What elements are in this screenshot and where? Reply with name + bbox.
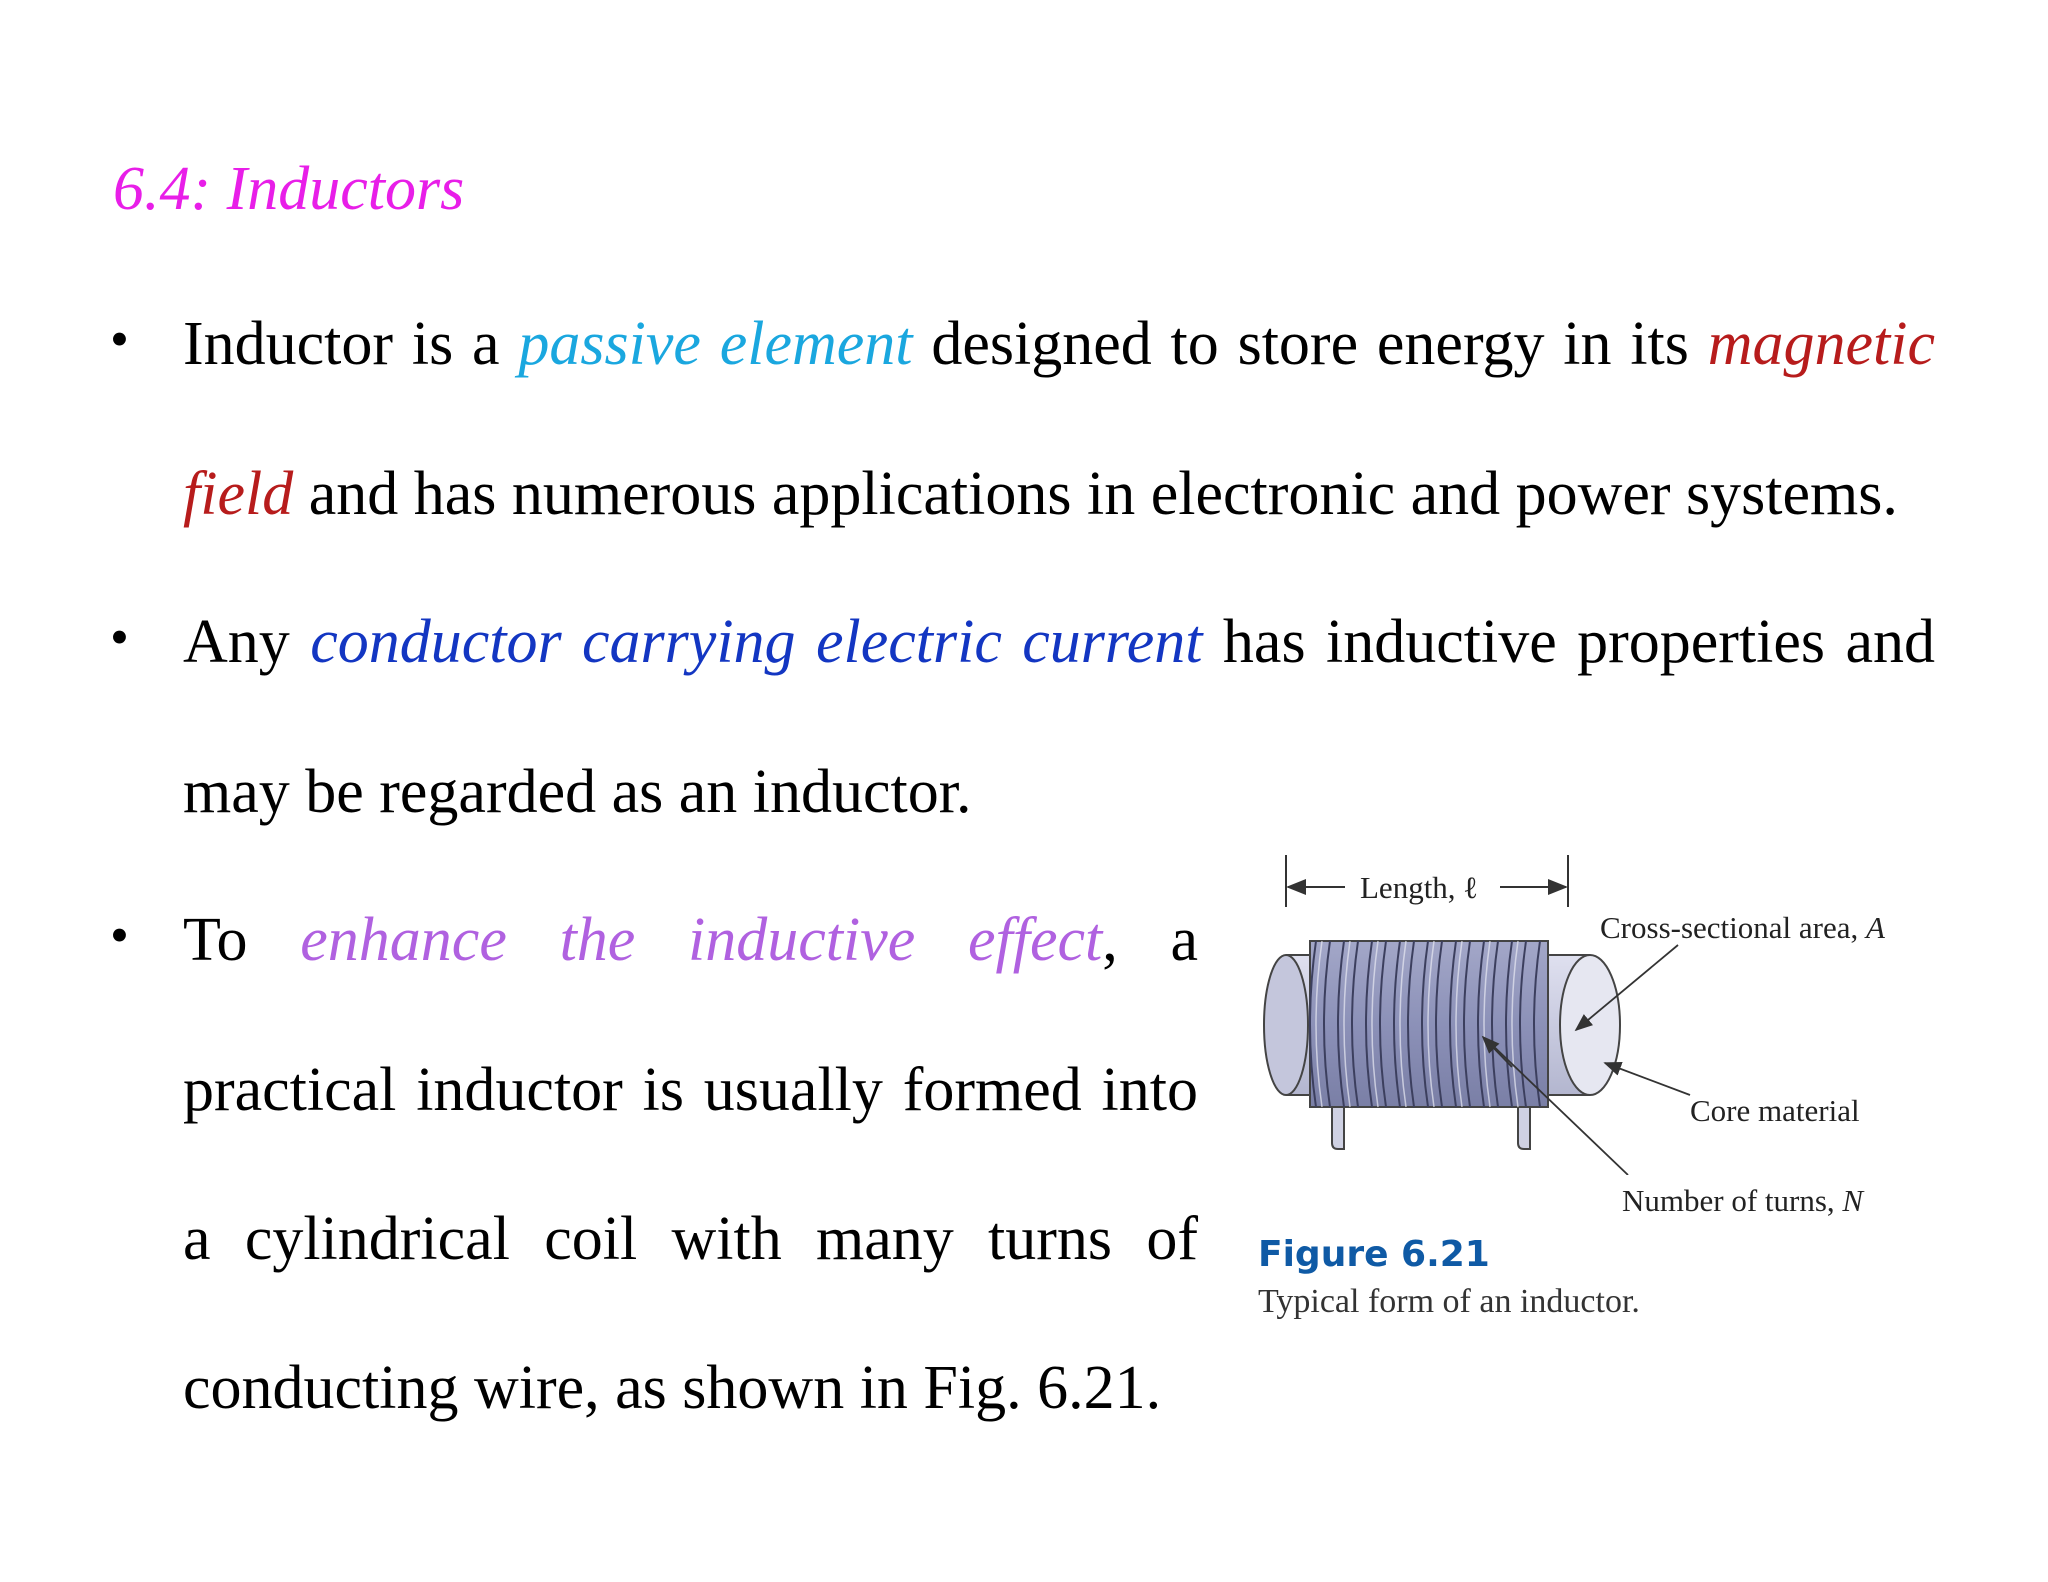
figure-number: Figure 6.21 [1258,1234,1490,1275]
highlight-passive-element: passive element [518,310,913,378]
highlight-conductor-current: conductor carrying electric current [310,608,1203,676]
area-pointer [1574,944,1679,1032]
text-run: designed to store energy in its [912,310,1708,378]
bullet-3-line-2: practical inductor is usually formed int… [183,1056,1198,1124]
text-run: and has numerous applications in electro… [293,460,1898,528]
bullet-marker: • [110,309,129,369]
bullet-marker: • [110,607,129,667]
highlight-magnetic: magnetic [1707,310,1935,378]
figure-caption: Typical form of an inductor. [1258,1283,1640,1320]
core-pointer [1603,1061,1691,1096]
inductor-illustration [1263,855,1691,1175]
text-run: Inductor is a [183,310,519,378]
bullet-3-line-1: To enhance the inductive effect, a [183,909,1198,971]
bullet-3-line-4: conducting wire, as shown in Fig. 6.21. [183,1354,1162,1422]
text-run: , a [1102,906,1198,974]
bullet-2-line-1: Any conductor carrying electric current … [183,611,1935,673]
text-run: has inductive properties and [1202,608,1935,676]
bullet-3-line-3: a cylindrical coil with many turns of [183,1205,1198,1273]
area-symbol: A [1865,910,1885,945]
lead-left [1331,1095,1345,1150]
lead-right [1517,1095,1531,1150]
turns-label: Number of turns, N [1622,1185,1863,1216]
bullet-marker: • [110,905,129,965]
area-label: Cross-sectional area, A [1600,912,1885,943]
length-label: Length, ℓ [1360,870,1479,905]
bullet-1-line-1: Inductor is a passive element designed t… [183,313,1935,375]
turns-symbol: N [1842,1183,1864,1218]
turns-label-text: Number of turns, [1622,1183,1843,1218]
text-run: To [183,906,301,974]
highlight-inductive-effect: enhance the inductive effect [300,906,1103,974]
text-run: Any [183,608,311,676]
core-left-end [1263,954,1309,1096]
bullet-2-line-2: may be regarded as an inductor. [183,758,972,826]
bullet-1-line-2: field and has numerous applications in e… [183,463,1898,525]
coil-windings [1309,940,1541,1108]
slide-title: 6.4: Inductors [113,155,465,223]
turns-pointer [1487,1040,1629,1175]
core-right-end [1559,954,1621,1096]
highlight-field: field [183,460,294,528]
area-label-text: Cross-sectional area, [1600,910,1866,945]
core-label: Core material [1690,1093,1860,1128]
